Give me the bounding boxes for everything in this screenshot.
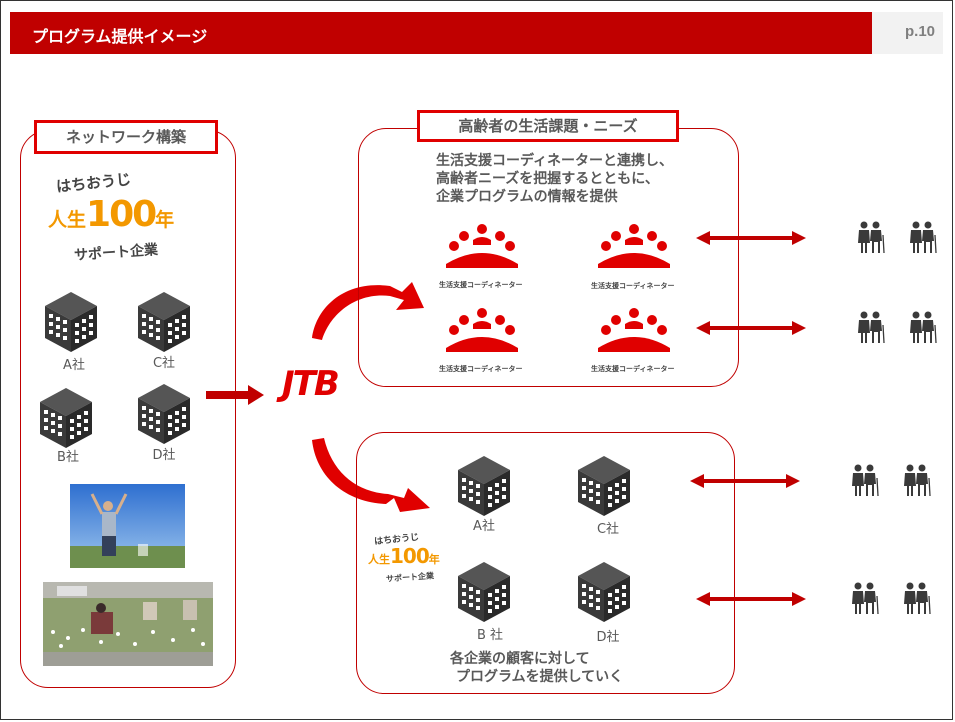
elderly-couple-icon <box>857 310 885 344</box>
double-arrow-icon <box>696 592 806 606</box>
logo-100: 100 <box>390 544 430 568</box>
building-icon <box>458 562 510 622</box>
meeting-icon <box>598 224 670 268</box>
desc-line: 高齢者ニーズを把握するとともに、 <box>436 171 659 187</box>
elderly-couple-icon <box>857 220 885 254</box>
coordinator-label: 生活支援コーディネーター <box>439 365 523 373</box>
header-bar: プログラム提供イメージ <box>10 12 872 54</box>
building-icon <box>458 456 510 516</box>
company-label: C社 <box>596 522 620 537</box>
curved-arrow-down-icon <box>312 438 430 512</box>
company-label: B 社 <box>476 628 504 643</box>
page-number-area: p.10 <box>872 12 943 54</box>
coordinator-label: 生活支援コーディネーター <box>439 281 523 289</box>
page-title: プログラム提供イメージ <box>32 27 208 46</box>
elderly-couple-icon <box>909 310 937 344</box>
building-icon <box>578 456 630 516</box>
exercise-photo <box>70 484 185 568</box>
meeting-icon <box>446 224 518 268</box>
desc-line: プログラムを提供していく <box>456 669 624 685</box>
logo-nen: 年 <box>155 209 175 231</box>
double-arrow-icon <box>690 474 800 488</box>
network-label: ネットワーク構築 <box>34 120 218 154</box>
logo-100: 100 <box>86 194 157 235</box>
company-label: A社 <box>473 519 495 534</box>
building-icon <box>138 292 190 352</box>
company-label: B社 <box>57 450 79 465</box>
meeting-icon <box>446 308 518 352</box>
curved-arrow-up-icon <box>312 282 424 340</box>
jtb-logo: JTB <box>282 364 340 404</box>
elderly-couple-icon <box>903 581 931 615</box>
company-label: D社 <box>152 448 176 463</box>
companies-description: 各企業の顧客に対して プログラムを提供していく <box>450 650 623 686</box>
coordinator-label: 生活支援コーディネーター <box>591 365 675 373</box>
hachioji-logo-small: はちおうじ 人生100年 サポート企業 <box>368 530 464 590</box>
logo-nen: 年 <box>428 553 440 566</box>
logo-line3: サポート企業 <box>385 571 435 584</box>
building-icon <box>138 384 190 444</box>
needs-description: 生活支援コーディネーターと連携し、 高齢者ニーズを把握するとともに、 企業プログ… <box>436 152 673 206</box>
logo-jinsei: 人生 <box>48 209 87 231</box>
company-label: C社 <box>152 356 176 371</box>
company-label: A社 <box>63 358 85 373</box>
logo-line1: はちおうじ <box>55 170 132 196</box>
coordinator-label: 生活支援コーディネーター <box>591 282 675 290</box>
logo-line2: 人生100年 <box>368 544 440 568</box>
elderly-couple-icon <box>909 220 937 254</box>
elderly-couple-icon <box>851 581 879 615</box>
elderly-couple-icon <box>903 463 931 497</box>
needs-label: 高齢者の生活課題・ニーズ <box>417 110 679 142</box>
logo-line2: 人生100年 <box>48 194 174 235</box>
meeting-icon <box>598 308 670 352</box>
building-icon <box>45 292 97 352</box>
building-icon <box>40 388 92 448</box>
desc-line: 生活支援コーディネーターと連携し、 <box>436 153 674 169</box>
elderly-couple-icon <box>851 463 879 497</box>
right-arrow-icon <box>206 385 264 405</box>
desc-line: 各企業の顧客に対して <box>450 651 590 667</box>
company-label: D社 <box>596 630 620 645</box>
gardening-photo <box>43 582 213 666</box>
hachioji-logo: はちおうじ 人生100年 サポート企業 <box>44 168 214 268</box>
double-arrow-icon <box>696 231 806 245</box>
building-icon <box>578 562 630 622</box>
companies-panel <box>356 432 735 694</box>
double-arrow-icon <box>696 321 806 335</box>
desc-line: 企業プログラムの情報を提供 <box>436 189 618 205</box>
page-number: p.10 <box>904 23 935 40</box>
logo-line3: サポート企業 <box>73 242 159 264</box>
logo-jinsei: 人生 <box>368 553 390 566</box>
